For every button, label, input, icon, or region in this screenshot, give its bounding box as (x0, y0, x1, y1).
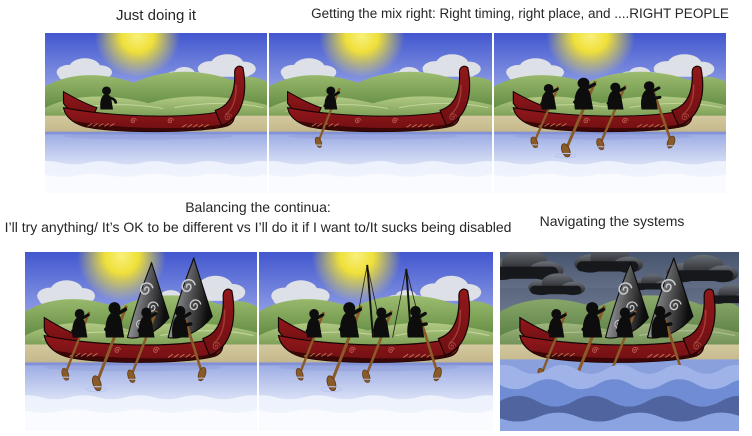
waka-scene-one-person-paddling (269, 33, 492, 193)
waka-scene-sails-up-four-paddlers (25, 252, 257, 431)
caption-balancing-line2: I’ll try anything/ It’s OK to be differe… (4, 219, 512, 235)
caption-just-doing-it: Just doing it (115, 7, 197, 24)
caption-balancing-the-continua: Balancing the continua: I’ll try anythin… (5, 197, 512, 237)
waka-scene-one-person-sitting (45, 33, 267, 193)
waka-scene-four-paddlers (494, 33, 726, 193)
caption-getting-the-mix-right: Getting the mix right: Right timing, rig… (311, 6, 729, 21)
caption-navigating-the-systems: Navigating the systems (539, 213, 685, 229)
waka-scene-storm-sails-four-paddlers (500, 252, 739, 431)
waka-scene-masts-four-paddlers (259, 252, 493, 431)
caption-balancing-line1: Balancing the continua: (185, 199, 331, 215)
